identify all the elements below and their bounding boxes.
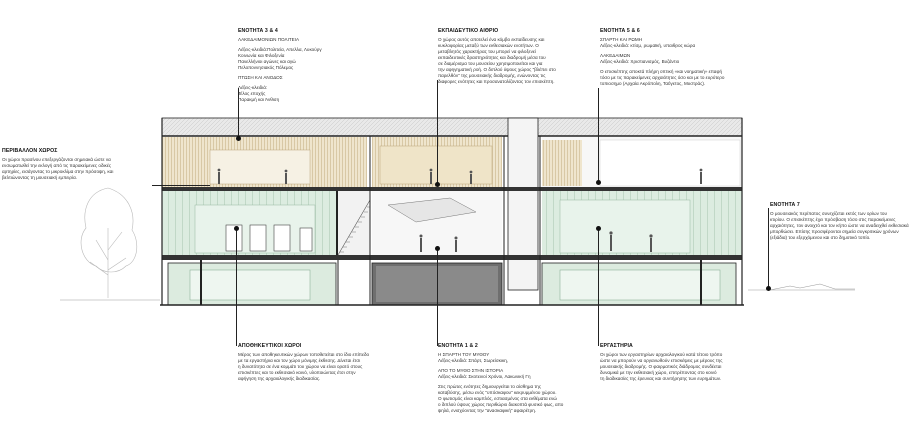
annotation-line: τη διαδικασίες της έρευνας και συντήρηση… (600, 376, 722, 381)
tree-illustration (80, 187, 138, 298)
annotation-line: Ο μουσειακός περίπατος συνεχίζεται εκτός… (770, 211, 887, 216)
annotation-line: δυναμικά με την εκθεσιακή χώρο, επιτρέπο… (600, 370, 717, 375)
annotation-units-1-2: ΕΝΟΤΗΤΑ 1 & 2 Η ΣΠΑΡΤΗ ΤΟΥ ΜΥΘΟΥ Λέξεις-… (438, 343, 593, 414)
annotation-line: η δυνατότητα σε ένα κομμάτι του χώρου να… (238, 364, 363, 369)
annotation-line: Λέξεις-κλειδιά: Σκοτεινοί Χρόνοι, Λακωνι… (438, 374, 531, 379)
annotation-line: ΛΑΚΕΔΑΙΜΩΝ (600, 53, 631, 58)
annotation-educational-atrium: ΕΚΠΑΙΔΕΥΤΙΚΟ ΑΙΘΡΙΟ Ο χώρος αυτός αποτελ… (438, 28, 588, 85)
annotation-line: Ο χώρος αυτός αποτελεί ένα κόμβο εκπαίδε… (438, 37, 545, 42)
annotation-title: ΕΡΓΑΣΤΗΡΙΑ (600, 343, 633, 349)
marker-educational (434, 182, 440, 187)
marker-unit7 (765, 286, 771, 291)
annotation-units-3-4: ΕΝΟΤΗΤΑ 3 & 4 ΛΑΚΕΔΑΙΜΟΝΙΩΝ ΠΟΛΙΤΕΙΑ Λέξ… (238, 28, 368, 103)
annotation-line: ΑΠΟ ΤΟ ΜΥΘΟ ΣΤΗΝ ΙΣΤΟΡΙΑ (438, 368, 504, 373)
annotation-line: Οι χώροι πρασίνου επεξεργάζονται σημειακ… (2, 157, 111, 162)
marker-storage (233, 226, 239, 231)
annotation-units-5-6: ΕΝΟΤΗΤΑ 5 & 6 ΣΠΑΡΤΗ ΚΑΙ ΡΩΜΗ Λέξεις-κλε… (600, 28, 750, 87)
leader-labs (598, 228, 599, 346)
leader-units56 (598, 88, 599, 183)
staircase (337, 191, 371, 256)
annotation-line: μουσειακής διαδρομής. Ο φαιρματικός διάδ… (600, 364, 722, 369)
annotation-line: αρχαιότητες, τον ανοιχτό και τον κήπο ώσ… (770, 223, 909, 228)
annotation-line: Η ΣΠΑΡΤΗ ΤΟΥ ΜΥΘΟΥ (438, 352, 490, 357)
annotation-line: την αφηγηματική ροή. Ο διπλού ύψους χώρο… (438, 67, 556, 72)
annotation-line: ΛΑΚΕΔΑΙΜΟΝΙΩΝ ΠΟΛΙΤΕΙΑ (238, 37, 300, 42)
annotation-line: διαφορες ενότητες και προσανατολίζοντας … (438, 79, 555, 84)
roof-structure (161, 117, 743, 137)
annotation-line: κυκλοφορίας μεταξύ των εκθεσιακών ενοτήτ… (438, 43, 539, 48)
marker-units12 (434, 246, 440, 251)
annotation-storage-areas: ΑΠΟΘΗΚΕΥΤΙΚΟΙ ΧΩΡΟΙ Μέρος των αποθηκευτι… (238, 343, 398, 382)
annotation-line: βελτιώνοντας τη μουσειακή εμπειρία. (2, 175, 77, 180)
annotation-line: Πανελλήνιοι αγώνες και αγώ (238, 59, 296, 64)
annotation-line: επισκέπτες και το εκθεσιακό κοινό, υλοπο… (238, 370, 356, 375)
leader-units34 (238, 88, 239, 140)
annotation-line: ο διπλού ύψους χώρος περιθώριο διακοπτά … (438, 402, 564, 407)
leader-units12 (437, 248, 438, 346)
annotation-line: μεταβλητός χαρακτήρας του μπορεί να φιλο… (438, 49, 536, 54)
annotation-line: Λέξεις-κλειδιά: Χριστιανισμός, Βυζάντιο (600, 59, 680, 64)
annotation-title: ΠΕΡΙΒΑΛΛΟΝ ΧΩΡΟΣ (2, 148, 58, 154)
annotation-title: ΑΠΟΘΗΚΕΥΤΙΚΟΙ ΧΩΡΟΙ (238, 343, 302, 349)
annotation-line: ώστε να μπορούν να οργανωθούν επισκέψεις… (600, 358, 723, 363)
annotation-title: ΕΚΠΑΙΔΕΥΤΙΚΟ ΑΙΘΡΙΟ (438, 28, 499, 34)
annotation-line: Μέρος των αποθηκευτικών χώρων τοποθετείτ… (238, 352, 370, 357)
marker-units34 (235, 136, 241, 141)
annotation-line: κτιρίου. Ο επισκέπτης έχει πρόσβαση τόσο… (770, 217, 896, 222)
annotation-line: Τέλος εποχής (238, 91, 266, 96)
annotation-line: (εξιάδια) του εξερχόμενου και στο δημοτι… (770, 235, 871, 240)
marker-units56 (595, 180, 601, 185)
annotation-title: ΕΝΟΤΗΤΑ 5 & 6 (600, 28, 640, 34)
annotation-line: ΠΤΩΣΗ ΚΑΙ ΑΝΟΔΟΣ (238, 75, 283, 80)
annotation-line: Λέξεις-κλειδιά: (238, 85, 268, 90)
display-cases (225, 224, 313, 252)
marker-labs (595, 226, 601, 231)
upper-slab (162, 187, 742, 191)
annotation-title: ΕΝΟΤΗΤΑ 7 (770, 202, 800, 208)
annotation-line: εκπαιδευτικές δραστηριότητες και διαδρομ… (438, 55, 546, 60)
annotation-line: τοπιοσημο (Αρχαία Ακρόπολη, Ταΰγετος, Μυ… (600, 81, 706, 86)
annotation-title: ΕΝΟΤΗΤΑ 3 & 4 (238, 28, 278, 34)
leader-educational (437, 80, 438, 185)
lower-slab (162, 255, 742, 260)
annotation-line: Στις πρώτες ενότητες δημιουργείται το αί… (438, 384, 542, 389)
annotation-line: παρελθόν" της μουσειακής διαδρομής, ενών… (438, 73, 546, 78)
annotation-line: μπορθώσει. Επίσης προσφέρονται σημεία συ… (770, 229, 899, 234)
leader-storage (236, 228, 237, 346)
annotation-title: ΕΝΟΤΗΤΑ 1 & 2 (438, 343, 478, 349)
annotation-line: αρτηρίες, εισάγοντας το μικροκλίμα στην … (2, 169, 114, 174)
annotation-line: τόσο με τις παρακείμενες αρχαιότητες όσο… (600, 75, 725, 80)
annotation-line: με τα εργαστήρια και τον χώρο μόνιμης έκ… (238, 358, 361, 363)
annotation-line: Ο φωτισμός είναι καμπλός, εστιασμένος στ… (438, 396, 557, 401)
annotation-line: Οι χώροι των εργαστηρίων αρχαιολογικού κ… (600, 352, 723, 357)
annotation-line: Κοινωνία και Φιλοξενία (238, 53, 285, 58)
annotation-line: Πελοποννησιακός Πόλεμος (238, 65, 294, 70)
annotation-line: καταβύσης, μέσω ενός "υπόσκαφου" κεκρυμμ… (438, 390, 557, 395)
annotation-line: Λέξεις-κλειδιά: Σπάρτ, Σωρείσκικη, (438, 358, 509, 363)
annotation-line: Λέξεις-κλειδιά: κτίσμ, ρωμαϊκή, υπαιθρος… (600, 43, 696, 48)
annotation-surrounding-area: ΠΕΡΙΒΑΛΛΟΝ ΧΩΡΟΣ Οι χώροι πρασίνου επεξε… (2, 148, 152, 181)
annotation-unit-7: ΕΝΟΤΗΤΑ 7 Ο μουσειακός περίπατος συνεχίζ… (770, 202, 912, 241)
annotation-line: ψηλά, ενισχύοντας την "ανασκαφική" αφαιρ… (438, 408, 537, 413)
vertical-core (507, 117, 539, 291)
annotation-line: ενσωματωθεί την εκλογή από τις παρακείμε… (2, 163, 112, 168)
people-figures (217, 168, 703, 252)
leader-surrounding (152, 185, 210, 186)
annotation-laboratories: ΕΡΓΑΣΤΗΡΙΑ Οι χώροι των εργαστηρίων αρχα… (600, 343, 760, 382)
annotation-line: ΣΠΑΡΤΗ ΚΑΙ ΡΩΜΗ (600, 37, 643, 42)
leader-unit7 (768, 208, 769, 288)
annotation-line: αφήγηση της αρχαιολογικής διαδικασίας. (238, 376, 321, 381)
annotation-line: Παρακμή και Άνθιση (238, 97, 280, 102)
annotation-line: Λέξεις-κλειδιά:Πολιτεία, Απελλα, Λυκούργ (238, 47, 322, 52)
annotation-line: σε διαμέρισμα του μουσείου χρησιμοποιείτ… (438, 61, 543, 66)
annotation-line: Ο επισκέπτης αποκτά πλήρη οπτική «και νο… (600, 69, 722, 74)
